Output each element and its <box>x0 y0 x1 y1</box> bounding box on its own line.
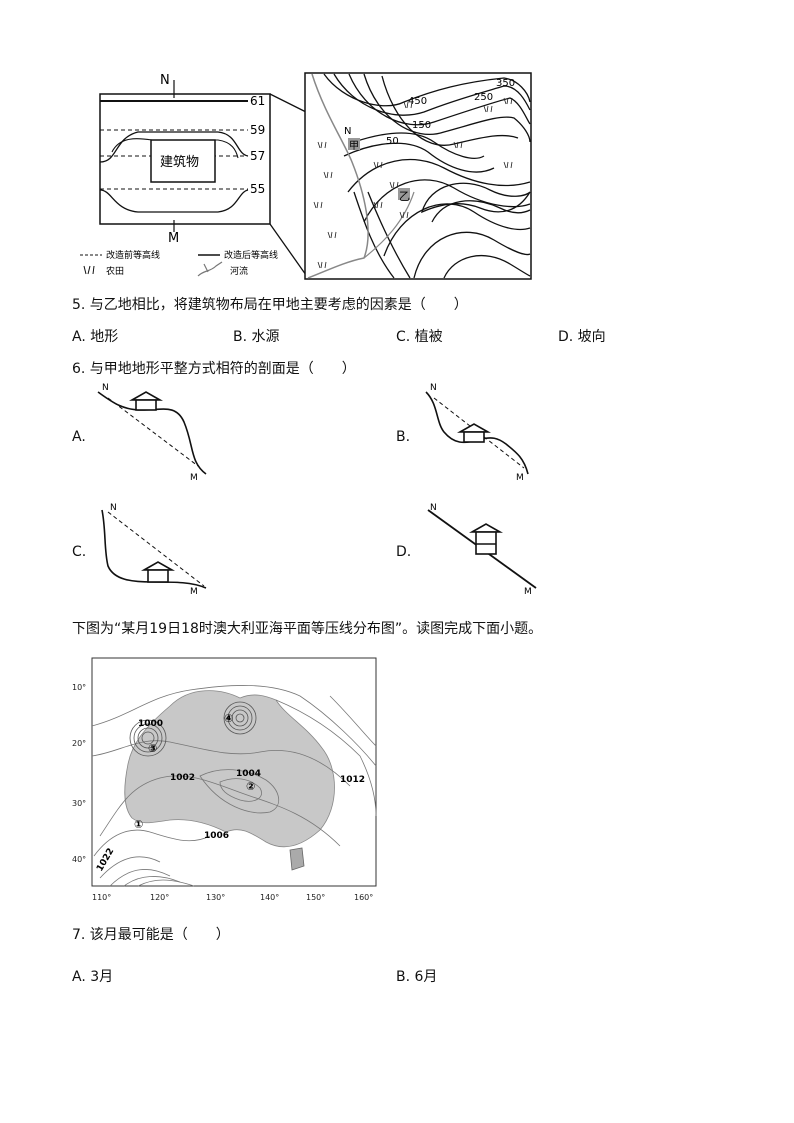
figure-2-intro: 下图为“某月19日18时澳大利亚海平面等压线分布图”。读图完成下面小题。 <box>72 621 543 637</box>
inset-north-label: N <box>160 73 170 88</box>
map-contour-450: 450 <box>408 96 427 107</box>
q5-option-c[interactable]: C. 植被 <box>396 329 443 345</box>
lon-label-160: 160° <box>354 893 373 902</box>
q6-option-a[interactable]: A. <box>72 429 86 445</box>
figure-1-inset: N M 建筑物 61 59 57 55 <box>99 73 307 276</box>
lat-label-40: 40° <box>72 855 86 864</box>
lat-label-10: 10° <box>72 683 86 692</box>
q7-option-a[interactable]: A. 3月 <box>72 969 114 985</box>
points: ① ② ③ ④ <box>134 712 255 831</box>
q7-option-b[interactable]: B. 6月 <box>396 969 438 985</box>
q6-profile-c[interactable]: N M <box>92 500 222 596</box>
figure-1-legend: 改造前等高线 改造后等高线 农田 河流 <box>80 249 278 277</box>
legend-farmland: 农田 <box>106 265 124 277</box>
site-jia: 甲 <box>349 141 359 152</box>
point-4: ④ <box>224 712 233 725</box>
lon-label-150: 150° <box>306 893 325 902</box>
q6-profile-d[interactable]: N M <box>420 500 550 596</box>
isobar-1006: 1006 <box>204 831 229 841</box>
river-icon <box>197 261 223 277</box>
profile-d-north: N <box>430 503 437 513</box>
q7-stem: 7. 该月最可能是（ ） <box>72 927 230 943</box>
isobar-1000: 1000 <box>138 719 163 729</box>
isobar-1012: 1012 <box>340 775 365 785</box>
lon-label-110: 110° <box>92 893 111 902</box>
isobar-1004: 1004 <box>236 769 261 779</box>
figure-1-contour-map: 甲 乙 N 350 250 450 150 50 <box>304 72 532 280</box>
inset-contour-59: 59 <box>250 123 265 137</box>
lon-label-140: 140° <box>260 893 279 902</box>
inset-contour-61: 61 <box>250 94 265 108</box>
inset-contour-57: 57 <box>250 149 265 163</box>
inset-contour-55: 55 <box>250 182 265 196</box>
map-contour-250: 250 <box>474 92 493 103</box>
point-1: ① <box>134 818 143 831</box>
q5-stem: 5. 与乙地相比，将建筑物布局在甲地主要考虑的因素是（ ） <box>72 297 468 313</box>
point-2: ② <box>246 780 255 793</box>
profile-c-north: N <box>110 503 117 513</box>
map-north-label: N <box>344 126 351 137</box>
map-contour-350: 350 <box>496 78 515 89</box>
profile-b-north: N <box>430 383 437 393</box>
profile-d-south: M <box>524 587 532 596</box>
lat-label-30: 30° <box>72 799 86 808</box>
q6-stem: 6. 与甲地地形平整方式相符的剖面是（ ） <box>72 361 356 377</box>
house-icon <box>128 391 164 411</box>
point-3: ③ <box>148 742 157 755</box>
q6-option-d[interactable]: D. <box>396 544 412 560</box>
site-yi: 乙 <box>399 190 410 203</box>
profile-a-north: N <box>102 383 109 393</box>
profile-b-south: M <box>516 473 524 482</box>
q6-profile-b[interactable]: N M <box>420 382 550 482</box>
figure-2-isobar-map: ① ② ③ ④ 1000 1002 1004 1006 1012 1022 10… <box>72 657 377 902</box>
q6-profile-a[interactable]: N M <box>92 382 222 482</box>
q6-option-b[interactable]: B. <box>396 429 411 445</box>
q5-option-a[interactable]: A. 地形 <box>72 329 119 345</box>
building-label: 建筑物 <box>160 154 199 170</box>
profile-a-south: M <box>190 473 198 482</box>
legend-before: 改造前等高线 <box>106 249 160 261</box>
isobar-1002: 1002 <box>170 773 195 783</box>
q5-option-d[interactable]: D. 坡向 <box>558 329 606 345</box>
house-icon <box>456 423 492 443</box>
q6-option-c[interactable]: C. <box>72 544 87 560</box>
profile-c-south: M <box>190 587 198 596</box>
house-icon <box>140 561 176 583</box>
q5-option-b[interactable]: B. 水源 <box>233 329 280 345</box>
inset-south-label: M <box>168 231 179 246</box>
lon-label-120: 120° <box>150 893 169 902</box>
lon-label-130: 130° <box>206 893 225 902</box>
map-contour-50: 50 <box>386 136 399 147</box>
farmland-icon <box>83 265 95 275</box>
legend-river: 河流 <box>230 265 248 277</box>
lat-label-20: 20° <box>72 739 86 748</box>
legend-after: 改造后等高线 <box>224 249 278 261</box>
house-icon <box>468 523 504 555</box>
map-contour-150: 150 <box>412 120 431 131</box>
